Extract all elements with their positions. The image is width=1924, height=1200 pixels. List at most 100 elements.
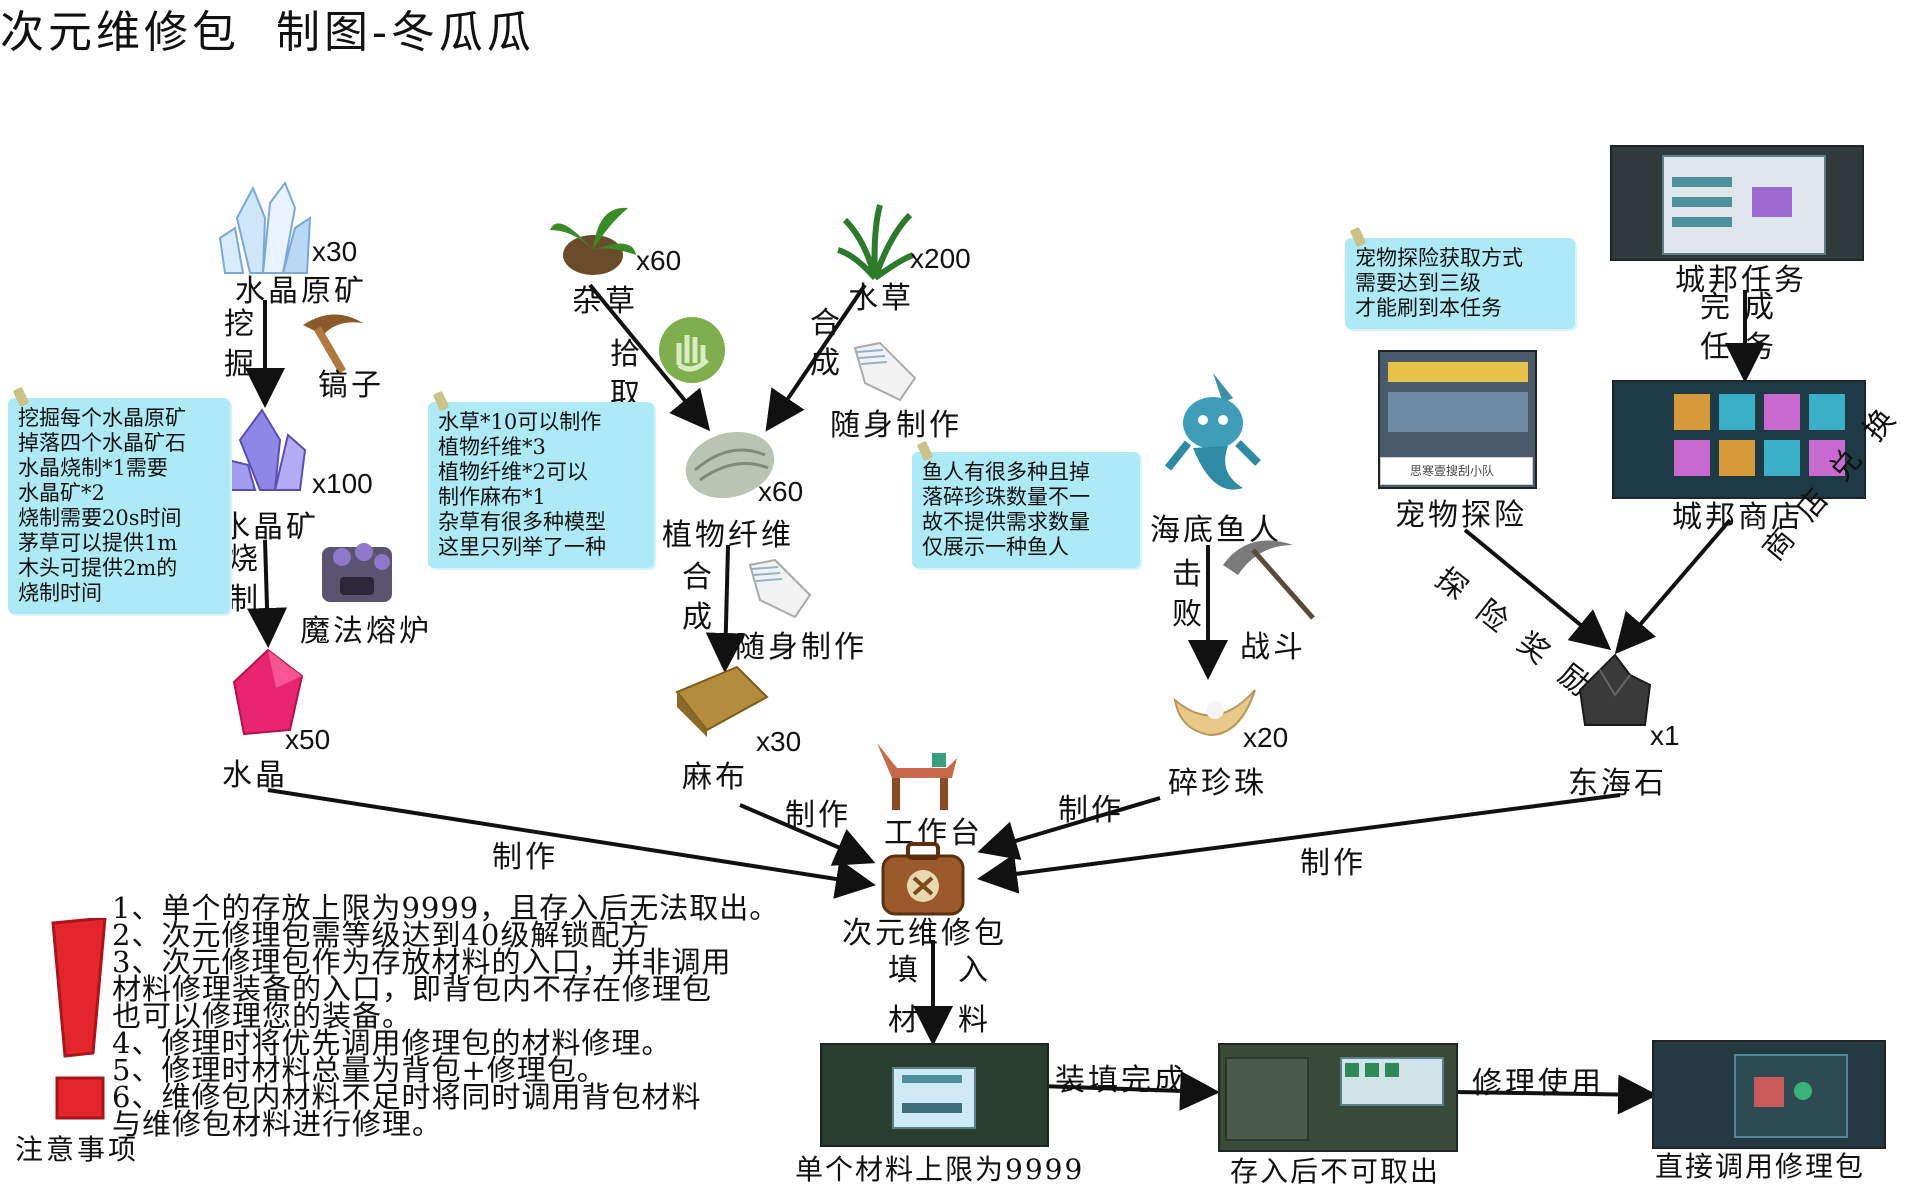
arrow-explore-reward <box>1463 528 1612 651</box>
magic-furnace-icon <box>322 543 392 602</box>
repair-kit-label: 次元维修包 <box>842 916 1007 951</box>
warning-line: 与维修包材料进行修理。 <box>112 1107 443 1141</box>
warning-line: 也可以修理您的装备。 <box>112 999 413 1033</box>
edge-combine2-label: 合成 <box>682 560 712 635</box>
crystal-mineral-qty: x100 <box>312 468 373 499</box>
fiber-label: 植物纤维 <box>662 518 794 553</box>
edge-make3-label: 制作 <box>1058 793 1124 828</box>
linen-qty: x30 <box>756 726 802 757</box>
edge-make2-label: 制作 <box>785 798 851 833</box>
water-grass-icon <box>837 204 915 280</box>
warning-title: 注意事项 <box>15 1133 140 1166</box>
warning-line: 1、单个的存放上限为9999，且存入后无法取出。 <box>112 891 780 925</box>
edge-fill-label: 填入 <box>888 953 1028 988</box>
repair-screenshot <box>1652 1040 1886 1149</box>
arrow-shop-exchange <box>1614 518 1732 655</box>
crystal-gem-icon <box>232 648 304 736</box>
edge-combine1-label: 合成 <box>810 306 840 381</box>
stored-screenshot <box>1218 1043 1458 1152</box>
arrow-make1 <box>267 788 876 899</box>
pickaxe-icon <box>303 314 363 374</box>
weed-icon <box>550 207 636 275</box>
edge-make4-label: 制作 <box>1300 846 1366 881</box>
pearl-qty: x20 <box>1243 722 1289 753</box>
note-line: 植物纤维*3 <box>438 435 546 459</box>
weed-label: 杂草 <box>572 284 638 319</box>
warning-line: 4、修理时将优先调用修理包的材料修理。 <box>112 1026 672 1060</box>
grass-note: 水草*10可以制作 植物纤维*3 植物纤维*2可以 制作麻布*1 杂草有很多种模… <box>428 390 654 568</box>
repair-kit-icon <box>881 842 965 916</box>
note-line: 需要达到三级 <box>1355 271 1481 295</box>
arrow-make3 <box>977 796 1161 861</box>
craft1-label: 随身制作 <box>830 408 962 443</box>
crystal-ore-qty: x30 <box>312 236 358 267</box>
note-line: 水草*10可以制作 <box>438 410 602 434</box>
fish-note: 鱼人有很多种且掉 落碎珍珠数量不一 故不提供需求数量 仅展示一种鱼人 <box>912 440 1140 568</box>
east-stone-qty: x1 <box>1650 720 1680 751</box>
crystal-qty: x50 <box>285 724 331 755</box>
note-line: 木头可提供2m的 <box>18 556 178 580</box>
arrow-make4 <box>977 793 1621 894</box>
single-limit-screenshot <box>820 1043 1049 1147</box>
city-shop-label: 城邦商店 <box>1672 500 1804 535</box>
craft2-label: 随身制作 <box>735 630 867 665</box>
warning-line: 6、维修包内材料不足时将同时调用背包材料 <box>112 1080 702 1114</box>
note-line: 水晶矿*2 <box>18 481 105 505</box>
crystal-mineral-icon <box>223 408 307 491</box>
scythe-icon <box>1223 540 1315 620</box>
crystal-ore-icon <box>218 180 312 274</box>
pearl-icon <box>1173 689 1256 737</box>
city-task-screenshot <box>1610 145 1864 261</box>
arrow-fill-done <box>1039 1070 1220 1111</box>
single-limit-caption: 单个材料上限为9999 <box>795 1153 1085 1186</box>
pet-explore-screenshot: 思寒壹搜刮小队 <box>1378 350 1537 489</box>
merfolk-icon <box>1164 373 1261 490</box>
arrow-combine2 <box>705 544 746 673</box>
water-grass-label: 水草 <box>848 281 914 316</box>
plant-fiber-icon <box>685 431 775 499</box>
note-line: 宠物探险获取方式 <box>1355 246 1523 270</box>
workbench-icon <box>877 743 957 810</box>
crystal-ore-label: 水晶原矿 <box>235 274 367 309</box>
warning-line: 3、次元修理包作为存放材料的入口，并非调用 <box>112 945 732 979</box>
city-shop-screenshot <box>1612 380 1866 499</box>
hand-gather-icon <box>659 317 725 383</box>
note-line: 水晶烧制*1需要 <box>18 456 168 480</box>
note-line: 这里只列举了一种 <box>438 535 606 559</box>
note-line: 植物纤维*2可以 <box>438 460 588 484</box>
edge-finish-task-label: 完成任务 <box>1700 290 1788 365</box>
east-stone-label: 东海石 <box>1568 766 1667 801</box>
edge-make1-label: 制作 <box>492 840 558 875</box>
warning-line: 2、次元修理包需等级达到40级解锁配方 <box>112 918 651 952</box>
note-line: 茅草可以提供1m <box>18 531 178 555</box>
warning-list: 1、单个的存放上限为9999，且存入后无法取出。 2、次元修理包需等级达到40级… <box>112 891 780 1141</box>
note-line: 仅展示一种鱼人 <box>922 535 1069 559</box>
edge-material-label: 材料 <box>888 1003 1028 1038</box>
warning-line: 材料修理装备的入口，即背包内不存在修理包 <box>112 972 713 1006</box>
note-line: 烧制时间 <box>18 581 102 605</box>
linen-label: 麻布 <box>682 760 748 795</box>
note-line: 故不提供需求数量 <box>922 510 1090 534</box>
repair-caption: 直接调用修理包 <box>1655 1150 1866 1183</box>
arrow-pick <box>588 283 711 432</box>
pearl-label: 碎珍珠 <box>1168 766 1267 801</box>
weed-qty: x60 <box>636 245 682 276</box>
note-line: 才能刷到本任务 <box>1355 296 1502 320</box>
pet-explore-label: 宠物探险 <box>1395 498 1527 533</box>
arrow-smelt <box>247 539 288 648</box>
glove-craft-icon <box>748 558 812 619</box>
arrow-make2 <box>739 803 876 866</box>
water-grass-qty: x200 <box>910 243 971 274</box>
furnace-label: 魔法熔炉 <box>300 614 432 649</box>
note-line: 杂草有很多种模型 <box>438 510 606 534</box>
pet-explore-bar-text: 思寒壹搜刮小队 <box>1410 464 1495 478</box>
note-line: 掉落四个水晶矿石 <box>18 431 186 455</box>
edge-defeat-label: 击败 <box>1172 557 1202 632</box>
warning-line: 5、修理时材料总量为背包+修理包。 <box>112 1053 607 1087</box>
crystal-mineral-label: 水晶矿 <box>220 510 319 545</box>
pet-note: 宠物探险获取方式 需要达到三级 才能刷到本任务 <box>1345 226 1575 329</box>
glove-craft-icon <box>853 341 917 402</box>
edge-smelt-label: 烧制 <box>228 542 258 617</box>
diagram-title: 次元维修包 制图-冬瓜瓜 <box>0 7 535 58</box>
